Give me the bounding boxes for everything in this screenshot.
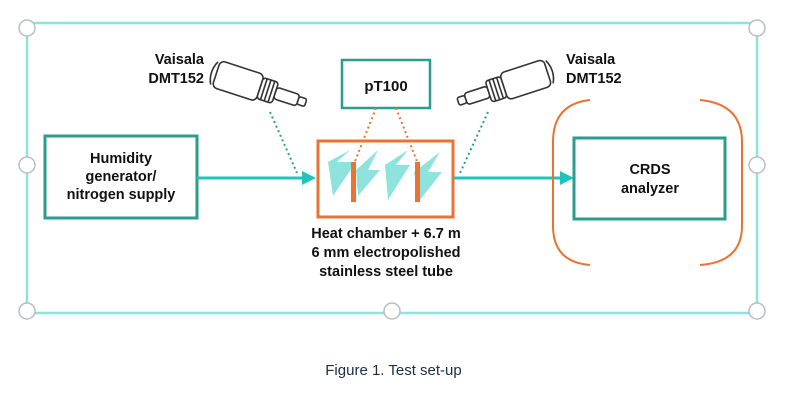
- humidity-box-line-2: generator/: [86, 169, 157, 185]
- handle-top-left[interactable]: [18, 19, 36, 37]
- pt100-label: pT100: [364, 78, 407, 95]
- pt100-connector-right: [395, 107, 419, 165]
- handle-bottom-right[interactable]: [748, 302, 766, 320]
- pt100-connector-left: [353, 107, 377, 165]
- handle-top-right[interactable]: [748, 19, 766, 37]
- chamber-caption-line-3: stainless steel tube: [319, 264, 453, 280]
- humidity-box-line-3: nitrogen supply: [67, 187, 176, 203]
- chamber-caption-line-1: Heat chamber + 6.7 m: [311, 226, 461, 242]
- handle-mid-right[interactable]: [748, 156, 766, 174]
- crds-line-1: CRDS: [629, 162, 670, 178]
- flow-arrow-out-head: [560, 171, 574, 185]
- figure-caption: Figure 1. Test set-up: [325, 362, 462, 379]
- probe-right-connector: [459, 111, 489, 174]
- probe-right-icon: [456, 59, 555, 106]
- handle-mid-left[interactable]: [18, 156, 36, 174]
- sensor-bar-right: [415, 162, 420, 202]
- humidity-box-line-1: Humidity: [90, 151, 152, 167]
- probe-left-connector: [269, 111, 298, 174]
- probe-left-label-line-2: DMT152: [148, 71, 204, 87]
- crds-analyzer-box: [572, 136, 727, 221]
- pt100-box: [340, 58, 432, 110]
- selection-handles[interactable]: [18, 19, 766, 320]
- flow-arrow-in-head: [302, 171, 316, 185]
- chamber-caption-line-2: 6 mm electropolished: [311, 245, 460, 261]
- handle-bottom-middle[interactable]: [383, 302, 401, 320]
- humidity-generator-box: [43, 134, 199, 220]
- sensor-bar-left: [351, 162, 356, 202]
- bracket-right: [699, 99, 743, 266]
- handle-bottom-left[interactable]: [18, 302, 36, 320]
- chamber-heating-pattern: [328, 150, 442, 200]
- probe-right-label-line-1: Vaisala: [566, 52, 616, 68]
- probe-left-icon: [209, 60, 308, 107]
- probe-left-label-line-1: Vaisala: [155, 52, 205, 68]
- crds-line-2: analyzer: [621, 181, 679, 197]
- probe-right-label-line-2: DMT152: [566, 71, 622, 87]
- bracket-left: [552, 99, 591, 266]
